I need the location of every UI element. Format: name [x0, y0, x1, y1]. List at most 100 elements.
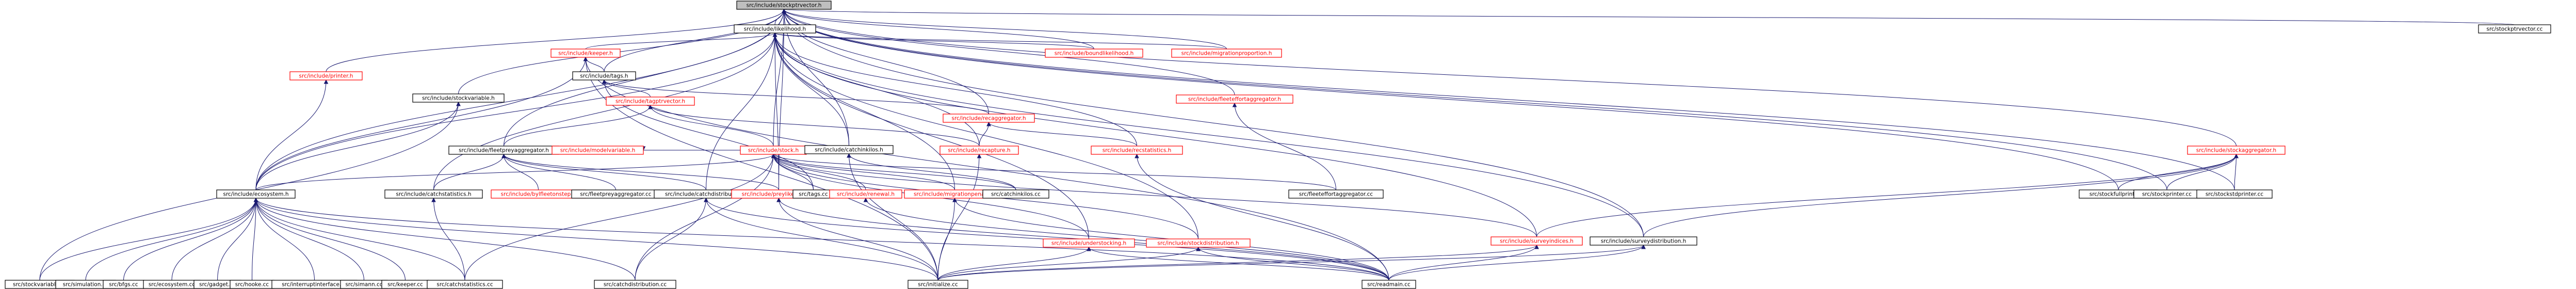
node-label: src/include/stock.h	[748, 148, 799, 154]
edge-surveydistribution-to-stockaggregator	[1643, 153, 2239, 237]
node-interruptinterface-cc[interactable]: src/interruptinterface.cc	[271, 280, 358, 289]
node-box	[736, 1, 832, 10]
edge-catchinkilos-to-likelihood	[772, 32, 849, 146]
node-stockprinter-cc[interactable]: src/stockprinter.cc	[2133, 189, 2200, 199]
node-label: src/stockptrvector.cc	[2486, 26, 2542, 33]
node-recaggregator[interactable]: src/include/recaggregator.h	[943, 114, 1035, 123]
node-keeper[interactable]: src/include/keeper.h	[550, 49, 621, 58]
edge-boundlikelihood-to-root	[782, 8, 1094, 50]
node-stockptrvector-cc[interactable]: src/stockptrvector.cc	[2478, 24, 2551, 34]
node-ecosystem[interactable]: src/include/ecosystem.h	[216, 189, 296, 199]
node-fleetpreyaggregator-cc[interactable]: src/fleetpreyaggregator.cc	[571, 189, 660, 199]
node-label: src/catchdistribution.cc	[604, 282, 667, 288]
node-box	[1043, 238, 1135, 248]
edge-preyatlikelihood-to-fleetpreyaggregator	[501, 153, 779, 190]
node-tags[interactable]: src/include/tags.h	[572, 71, 636, 81]
node-label: src/fleetpreyaggregator.cc	[580, 191, 651, 198]
node-fleeteffortaggregator[interactable]: src/include/fleeteffortaggregator.h	[1176, 94, 1293, 104]
edge-stockprinter-cc-to-root	[782, 8, 2167, 190]
node-fleetpreyaggregator[interactable]: src/include/fleetpreyaggregator.h	[448, 146, 559, 155]
node-hooke-cc[interactable]: src/hooke.cc	[230, 280, 274, 289]
node-label: src/simulation.cc	[63, 282, 109, 288]
node-simann-cc[interactable]: src/simann.cc	[340, 280, 388, 289]
node-boundlikelihood[interactable]: src/include/boundlikelihood.h	[1045, 49, 1143, 58]
node-understocking[interactable]: src/include/understocking.h	[1043, 238, 1135, 248]
node-label: src/gadget.cc	[199, 282, 236, 288]
node-box	[427, 280, 503, 289]
node-fleeteffortaggregator-cc[interactable]: src/fleeteffortaggregator.cc	[1288, 189, 1384, 199]
node-box	[982, 189, 1049, 199]
node-label: src/include/stockvariable.h	[422, 95, 495, 102]
node-label: src/fleeteffortaggregator.cc	[1299, 191, 1373, 198]
node-recapture[interactable]: src/include/recapture.h	[939, 146, 1019, 155]
node-surveydistribution[interactable]: src/include/surveydistribution.h	[1590, 236, 1697, 246]
node-box	[550, 49, 621, 58]
edge-fleeteffortaggregator-cc-to-fleeteffortaggregator	[1232, 102, 1336, 190]
node-keeper-cc[interactable]: src/keeper.cc	[381, 280, 429, 289]
node-label: src/tags.cc	[799, 191, 828, 198]
node-box	[412, 93, 505, 103]
edge-migrationpenalty-to-stock	[771, 153, 955, 190]
node-stockstdprinter-cc[interactable]: src/stockstdprinter.cc	[2196, 189, 2273, 199]
node-label: src/include/bylfleetonstep.h	[501, 191, 576, 198]
edge-recapture-to-tagptrvector	[648, 104, 980, 147]
node-bylfleetonstep[interactable]: src/include/bylfleetonstep.h	[491, 189, 586, 199]
node-label: src/include/tags.h	[580, 73, 628, 79]
edge-readmain-cc-to-surveyindices	[1388, 244, 1539, 281]
node-tagptrvector[interactable]: src/include/tagptrvector.h	[606, 97, 695, 106]
node-catchstatistics[interactable]: src/include/catchstatistics.h	[384, 189, 483, 199]
node-surveyindices[interactable]: src/include/surveyindices.h	[1490, 236, 1583, 246]
node-label: src/include/likelihood.h	[744, 26, 806, 33]
node-stockdistribution[interactable]: src/include/stockdistribution.h	[1146, 238, 1251, 248]
node-box	[1171, 49, 1282, 58]
node-stock[interactable]: src/include/stock.h	[740, 146, 807, 155]
node-label: src/ecosystem.cc	[149, 282, 196, 288]
edge-recstatistics-to-recaggregator	[986, 121, 1137, 147]
node-catchstatistics-cc[interactable]: src/catchstatistics.cc	[427, 280, 503, 289]
node-label: src/include/printer.h	[299, 73, 353, 79]
node-modelvariable[interactable]: src/include/modelvariable.h	[552, 146, 644, 155]
node-migrationproportion[interactable]: src/include/migrationproportion.h	[1171, 49, 1282, 58]
node-stockvariable[interactable]: src/include/stockvariable.h	[412, 93, 505, 103]
node-label: src/include/fleetpreyaggregator.h	[459, 148, 549, 154]
edge-readmain-cc-to-understocking	[1087, 246, 1389, 281]
node-label: src/bfgs.cc	[109, 282, 138, 288]
node-migrationpenalty[interactable]: src/include/migrationpenalty.h	[904, 189, 1006, 199]
node-box	[2187, 146, 2286, 155]
node-printer[interactable]: src/include/printer.h	[289, 71, 363, 81]
edge-stockfullprinter-cc-to-stockaggregator	[2118, 153, 2239, 190]
edge-stockaggregator-to-root	[782, 8, 2237, 147]
node-label: src/include/ecosystem.h	[223, 191, 288, 198]
node-label: src/initialize.cc	[918, 282, 958, 288]
node-label: src/include/modelvariable.h	[560, 148, 636, 154]
node-catchdistribution-cc[interactable]: src/catchdistribution.cc	[594, 280, 676, 289]
node-recstatistics[interactable]: src/include/recstatistics.h	[1091, 146, 1183, 155]
node-root[interactable]: src/include/stockptrvector.h	[736, 1, 832, 10]
edge-bfgs-cc-to-ecosystem	[123, 197, 258, 281]
edge-catchdistribution-to-fleetpreyaggregator	[501, 153, 706, 190]
node-box	[1176, 94, 1293, 104]
node-renewal[interactable]: src/include/renewal.h	[829, 189, 902, 199]
edge-surveydistribution-to-likelihood	[772, 32, 1644, 237]
node-stockaggregator[interactable]: src/include/stockaggregator.h	[2187, 146, 2286, 155]
node-box	[908, 280, 968, 289]
node-label: src/include/stockaggregator.h	[2196, 148, 2276, 154]
edge-catchstatistics-cc-to-ecosystem	[253, 197, 465, 281]
node-readmain-cc[interactable]: src/readmain.cc	[1362, 280, 1416, 289]
edge-initialize-cc-to-stockdistribution	[937, 246, 1201, 281]
node-bfgs-cc[interactable]: src/bfgs.cc	[103, 280, 144, 289]
node-label: src/catchstatistics.cc	[436, 282, 493, 288]
node-box	[829, 189, 902, 199]
node-likelihood[interactable]: src/include/likelihood.h	[734, 24, 816, 34]
node-box	[1288, 189, 1384, 199]
node-catchinkilos[interactable]: src/include/catchinkilos.h	[804, 145, 894, 154]
node-catchinkilos-cc[interactable]: src/catchinkilos.cc	[982, 189, 1049, 199]
node-ecosystem-cc[interactable]: src/ecosystem.cc	[143, 280, 201, 289]
node-tags-cc[interactable]: src/tags.cc	[792, 189, 834, 199]
node-box	[2196, 189, 2273, 199]
node-initialize-cc[interactable]: src/initialize.cc	[908, 280, 968, 289]
node-label: src/hooke.cc	[235, 282, 269, 288]
node-label: src/include/catchinkilos.h	[815, 147, 883, 153]
node-label: src/readmain.cc	[1367, 282, 1411, 288]
